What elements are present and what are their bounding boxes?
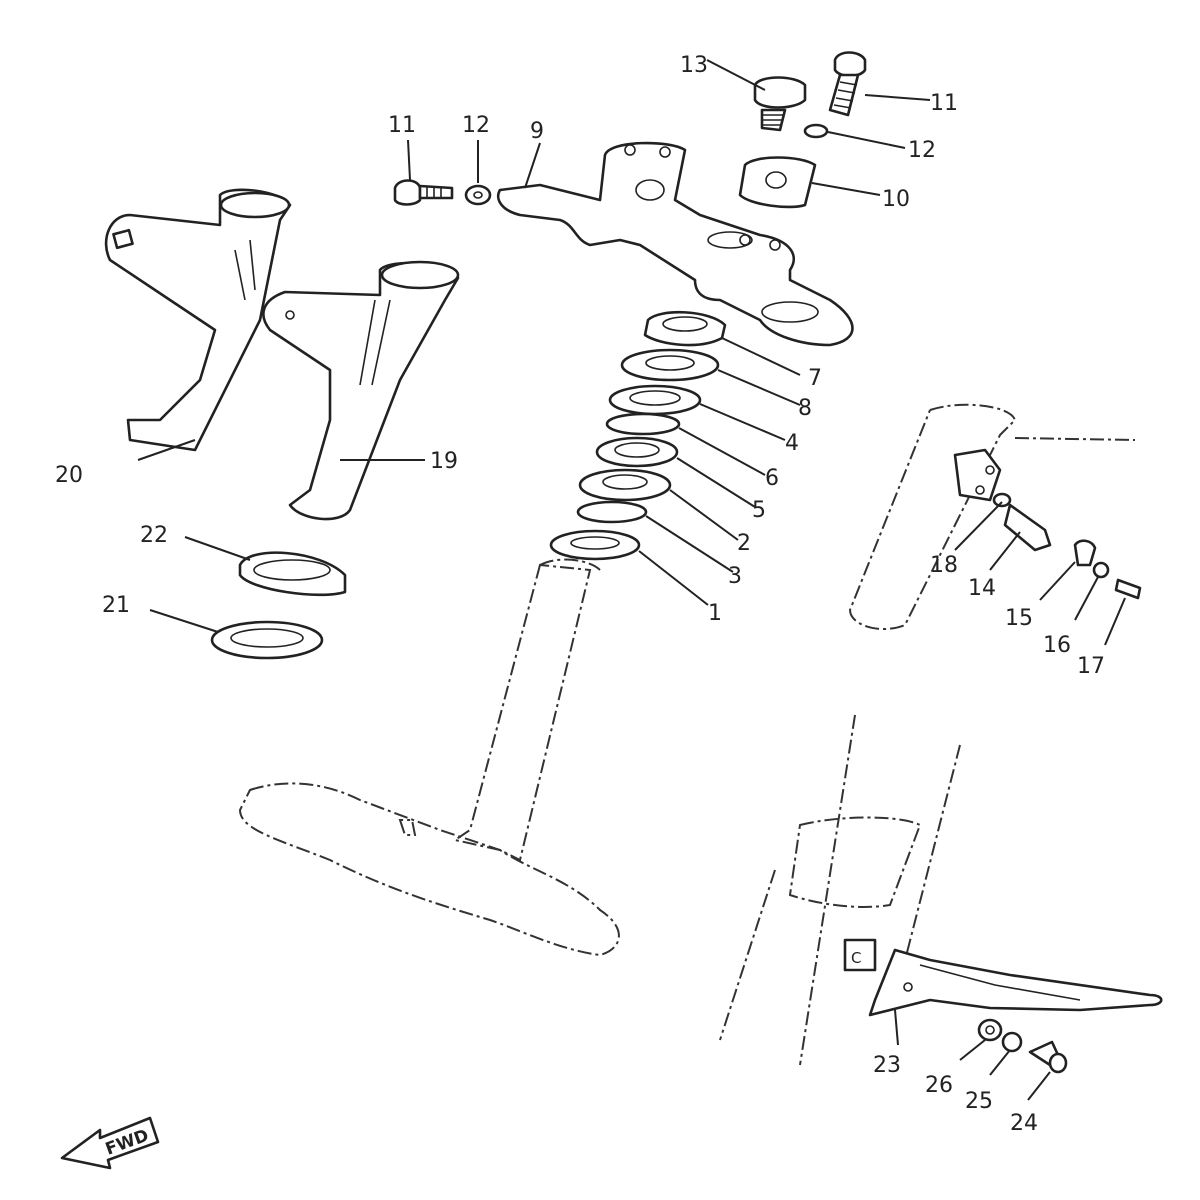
- washer-25: [1001, 1031, 1023, 1053]
- callout-4: 4: [785, 431, 799, 456]
- callout-11-right: 11: [930, 91, 958, 116]
- callout-13: 13: [680, 53, 708, 78]
- cable-guide-parts: [953, 448, 1142, 600]
- callout-9: 9: [530, 119, 544, 144]
- callout-22: 22: [140, 523, 168, 548]
- fork-mark-label: C: [851, 949, 861, 967]
- number-plate-bracket: [868, 948, 1163, 1017]
- bearing-race-4: [608, 384, 702, 416]
- washer-upper-right: [803, 123, 829, 139]
- washer-8: [620, 348, 720, 382]
- seal-1: [549, 529, 641, 561]
- callout-7: 7: [808, 366, 822, 391]
- bearing-cover: [238, 551, 347, 597]
- handle-holder: [738, 156, 817, 209]
- bearing-3: [576, 500, 648, 524]
- headlight-bracket-right: [262, 260, 460, 521]
- leader-lines: [137, 59, 1126, 1101]
- lower-bracket-ghost: [238, 558, 620, 957]
- callout-14: 14: [968, 576, 996, 601]
- bearing-race-2: [578, 468, 672, 502]
- callout-23: 23: [873, 1053, 901, 1078]
- callout-16: 16: [1043, 633, 1071, 658]
- callout-11-left: 11: [388, 113, 416, 138]
- callout-6: 6: [765, 466, 779, 491]
- washer-26: [977, 1018, 1003, 1042]
- callout-10: 10: [882, 187, 910, 212]
- bearing-6: [605, 412, 681, 436]
- dust-seal: [210, 620, 324, 660]
- callout-12-right: 12: [908, 138, 936, 163]
- callout-12-left: 12: [462, 113, 490, 138]
- callout-8: 8: [798, 396, 812, 421]
- ring-nut: [643, 310, 727, 347]
- bolt-upper-right: [828, 51, 867, 117]
- callout-17: 17: [1077, 654, 1105, 679]
- callout-labels: 1 2 3 4 5 6 7 8 9 10 11 11 12 12 13 14 1…: [55, 53, 1105, 1136]
- callout-18: 18: [930, 553, 958, 578]
- callout-1: 1: [708, 601, 722, 626]
- bearing-race-5: [595, 436, 679, 468]
- fork-tube-upper-ghost: [848, 403, 1136, 630]
- callout-3: 3: [728, 564, 742, 589]
- callout-19: 19: [430, 449, 458, 474]
- callout-2: 2: [737, 531, 751, 556]
- washer-left: [464, 184, 492, 206]
- fwd-direction-arrow: FWD: [60, 1116, 160, 1170]
- headlight-bracket-left: [104, 188, 292, 452]
- bolt-24: [1028, 1040, 1068, 1074]
- fork-lower-ghost: [719, 714, 961, 1066]
- bolt-left: [393, 179, 454, 206]
- crown-bolt: [753, 76, 807, 132]
- fork-mark: [843, 938, 877, 972]
- callout-24: 24: [1010, 1111, 1038, 1136]
- callout-26: 26: [925, 1073, 953, 1098]
- callout-15: 15: [1005, 606, 1033, 631]
- callout-25: 25: [965, 1089, 993, 1114]
- callout-21: 21: [102, 593, 130, 618]
- callout-5: 5: [752, 498, 766, 523]
- callout-20: 20: [55, 463, 83, 488]
- handle-crown: [496, 141, 854, 347]
